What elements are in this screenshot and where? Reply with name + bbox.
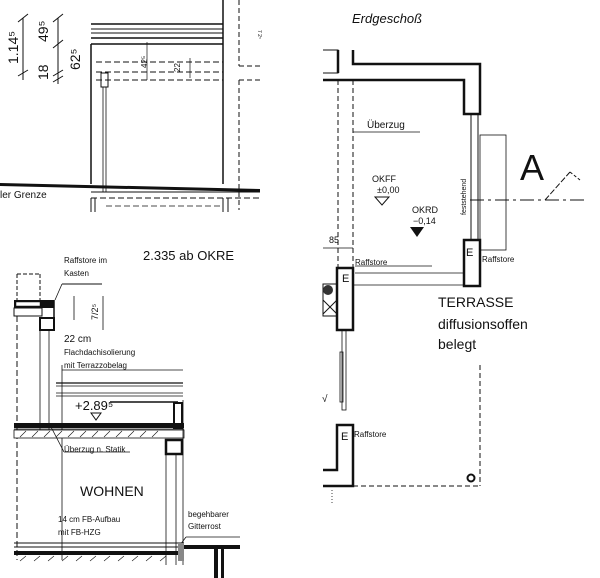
roof-spec-label: mit Terrazzobelag [64, 361, 127, 370]
terrace-label: TERRASSE [438, 294, 513, 310]
roof-spec-label: 22 cm [64, 334, 91, 345]
e-mark: E [342, 273, 349, 285]
okrd-value: −0,14 [413, 216, 436, 226]
dimension-label: 18 [35, 64, 51, 80]
okff-label: OKFF [372, 174, 397, 184]
raffstore-label: Raffstore [354, 430, 387, 439]
dimension-label: 7/2⁵ [90, 303, 100, 320]
level-marker-icon [373, 196, 391, 206]
dimension-label: 62⁵ [67, 49, 83, 70]
floor-plan-title: Erdgeschoß [352, 11, 422, 26]
level-marker-filled-icon [410, 227, 424, 237]
level-marker-icon [90, 412, 102, 421]
top-left-elevation: 1.14⁵ 49⁵ 18 62⁵ 42⁵ 22 7 2⁵ [0, 0, 262, 212]
grate-label: begehbarer [188, 510, 229, 519]
okrd-label: OKRD [412, 205, 439, 215]
terrace-label: belegt [438, 336, 476, 352]
appliance-icon [323, 285, 333, 295]
floor-plan: Erdgeschoß Überzug feststehend OKFF ±0,0… [322, 11, 585, 505]
dimension-85: 85 [329, 235, 339, 245]
beam-label: Überzug n. Statik [64, 445, 126, 454]
room-name: WOHNEN [80, 483, 144, 499]
dimension-label: 22 [173, 63, 182, 72]
floor-spec-label: 14 cm FB-Aufbau [58, 515, 120, 524]
ueberzug-label: Überzug [367, 119, 405, 131]
okff-value: ±0,00 [377, 185, 399, 195]
roof-spec-label: Flachdachisolierung [64, 348, 135, 357]
border-label: ler Grenze [0, 190, 47, 201]
fixed-glazing-label: feststehend [461, 179, 468, 215]
grate-label: Gitterrost [188, 522, 222, 531]
terrace-label: diffusionsoffen [438, 316, 528, 332]
section-detail: 2.335 ab OKRE Raffstore im Kasten 7/2⁵ 2… [13, 248, 240, 578]
cropped-label: 2.335 ab OKRE [143, 248, 234, 263]
e-mark: E [466, 247, 473, 259]
raffstore-box-label: Raffstore im [64, 256, 107, 265]
svg-text:7 2⁵: 7 2⁵ [256, 30, 262, 39]
dimension-label: 1.14⁵ [5, 31, 21, 64]
raffstore-box-label: Kasten [64, 269, 89, 278]
raffstore-label: Raffstore [482, 255, 515, 264]
svg-text:√: √ [322, 393, 328, 405]
dimension-label: 49⁵ [35, 21, 51, 42]
downpipe-icon [100, 72, 109, 88]
level-label: +2.89⁵ [75, 398, 113, 413]
e-mark: E [341, 431, 348, 443]
section-marker: A [520, 147, 544, 188]
raffstore-label: Raffstore [355, 258, 388, 267]
drain-icon [466, 473, 476, 483]
floor-spec-label: mit FB-HZG [58, 528, 101, 537]
